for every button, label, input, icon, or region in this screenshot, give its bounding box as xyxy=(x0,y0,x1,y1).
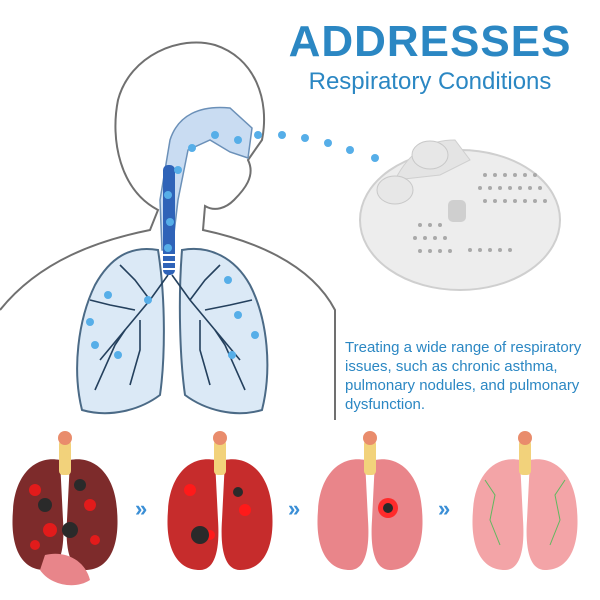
description-text: Treating a wide range of respiratory iss… xyxy=(345,339,582,413)
right-lung xyxy=(178,248,269,415)
chevron-right-icon: » xyxy=(288,496,300,521)
headline-title: ADDRESSES xyxy=(288,17,572,66)
bronchial-tree xyxy=(89,264,253,391)
left-lung xyxy=(76,248,165,415)
headline-subtitle: Respiratory Conditions xyxy=(308,68,552,95)
stage-severe xyxy=(12,431,118,586)
airflow-dots xyxy=(86,131,379,359)
chevron-right-icon: » xyxy=(135,496,147,521)
headline: ADDRESSES Respiratory Conditions xyxy=(270,18,590,96)
stage-moderate xyxy=(167,431,273,570)
stage-mild xyxy=(317,431,423,570)
trachea-rings xyxy=(163,254,175,270)
body-silhouette xyxy=(0,41,336,420)
stage-healthy xyxy=(472,431,578,570)
chevron-right-icon: » xyxy=(438,496,450,521)
lungs-diagram xyxy=(76,248,269,415)
nasal-device-icon xyxy=(359,139,561,291)
